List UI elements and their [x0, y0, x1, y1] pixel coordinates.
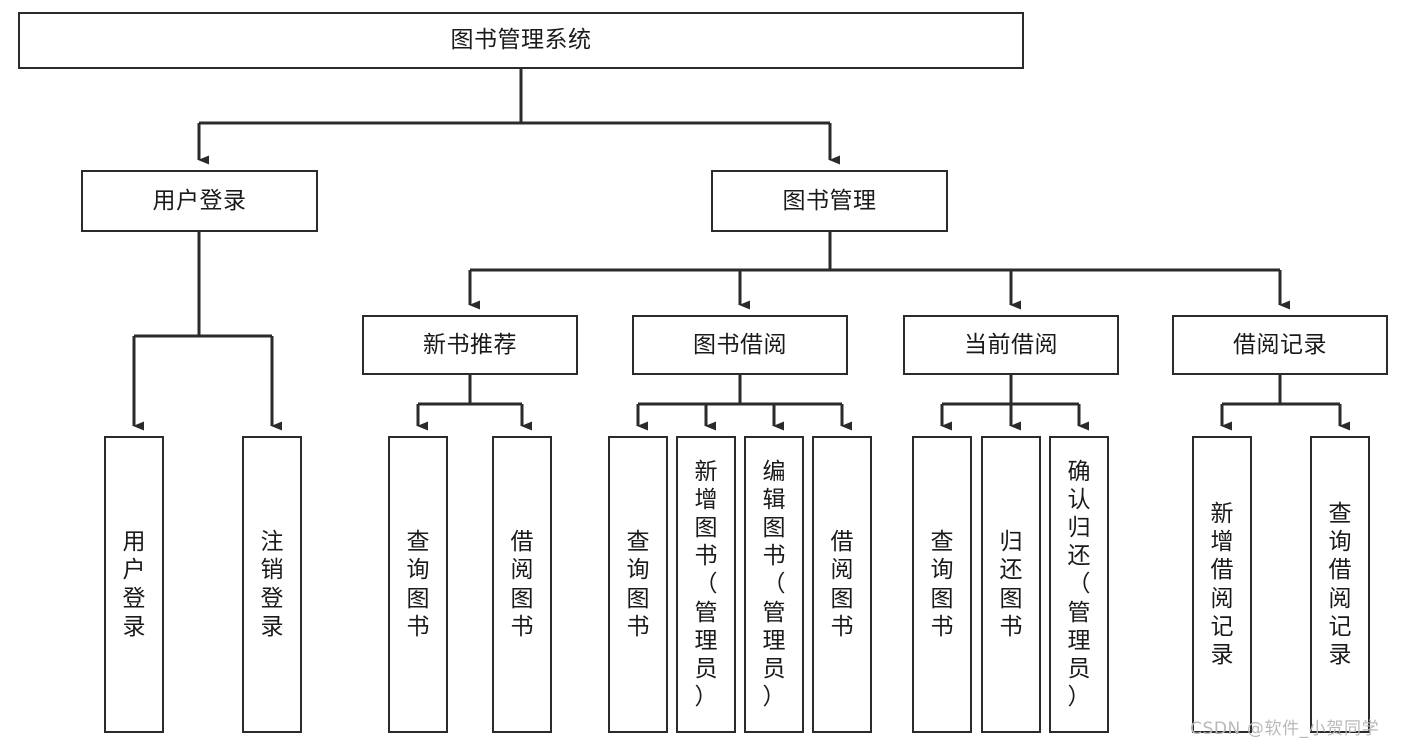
node-root-book-management-system[interactable]: 图书管理系统 [18, 12, 1024, 69]
node-leaf-logout[interactable]: 注 销 登 录 [242, 436, 302, 733]
node-user-login[interactable]: 用户登录 [81, 170, 318, 232]
node-leaf-add-borrow-record[interactable]: 新 增 借 阅 记 录 [1192, 436, 1252, 733]
node-current-borrow[interactable]: 当前借阅 [903, 315, 1119, 375]
node-leaf-borrow-book-new[interactable]: 借 阅 图 书 [492, 436, 552, 733]
node-label: 查 询 图 书 [626, 529, 650, 640]
node-label: 查 询 图 书 [406, 529, 430, 640]
node-label: 编 辑 图 书 （ 管 理 员 ） [762, 459, 786, 710]
node-label: 用户登录 [152, 187, 247, 214]
node-label: 查 询 图 书 [930, 529, 954, 640]
node-label: 查 询 借 阅 记 录 [1328, 501, 1352, 668]
node-label: 借 阅 图 书 [510, 529, 534, 640]
node-book-borrow[interactable]: 图书借阅 [632, 315, 848, 375]
node-leaf-user-login[interactable]: 用 户 登 录 [104, 436, 164, 733]
node-leaf-query-book-borrow[interactable]: 查 询 图 书 [608, 436, 668, 733]
node-label: 借阅记录 [1233, 331, 1327, 358]
node-leaf-borrow-book[interactable]: 借 阅 图 书 [812, 436, 872, 733]
node-borrow-record[interactable]: 借阅记录 [1172, 315, 1388, 375]
node-leaf-return-book[interactable]: 归 还 图 书 [981, 436, 1041, 733]
node-label: 当前借阅 [964, 331, 1058, 358]
node-new-book-recommend[interactable]: 新书推荐 [362, 315, 578, 375]
node-leaf-query-borrow-record[interactable]: 查 询 借 阅 记 录 [1310, 436, 1370, 733]
node-label: 用 户 登 录 [122, 529, 146, 640]
node-label: 新 增 图 书 （ 管 理 员 ） [694, 459, 718, 710]
node-label: 图书管理系统 [450, 27, 592, 54]
node-label: 注 销 登 录 [260, 529, 284, 640]
node-leaf-add-book-admin[interactable]: 新 增 图 书 （ 管 理 员 ） [676, 436, 736, 733]
node-label: 图书管理 [782, 187, 877, 214]
node-label: 借 阅 图 书 [830, 529, 854, 640]
node-leaf-query-book-current[interactable]: 查 询 图 书 [912, 436, 972, 733]
node-label: 图书借阅 [693, 331, 787, 358]
node-label: 新书推荐 [423, 331, 517, 358]
node-label: 新 增 借 阅 记 录 [1210, 501, 1234, 668]
node-leaf-confirm-return-admin[interactable]: 确 认 归 还 （ 管 理 员 ） [1049, 436, 1109, 733]
node-book-management[interactable]: 图书管理 [711, 170, 948, 232]
node-label: 归 还 图 书 [999, 529, 1023, 640]
node-label: 确 认 归 还 （ 管 理 员 ） [1067, 459, 1091, 710]
node-leaf-query-book-new[interactable]: 查 询 图 书 [388, 436, 448, 733]
node-leaf-edit-book-admin[interactable]: 编 辑 图 书 （ 管 理 员 ） [744, 436, 804, 733]
